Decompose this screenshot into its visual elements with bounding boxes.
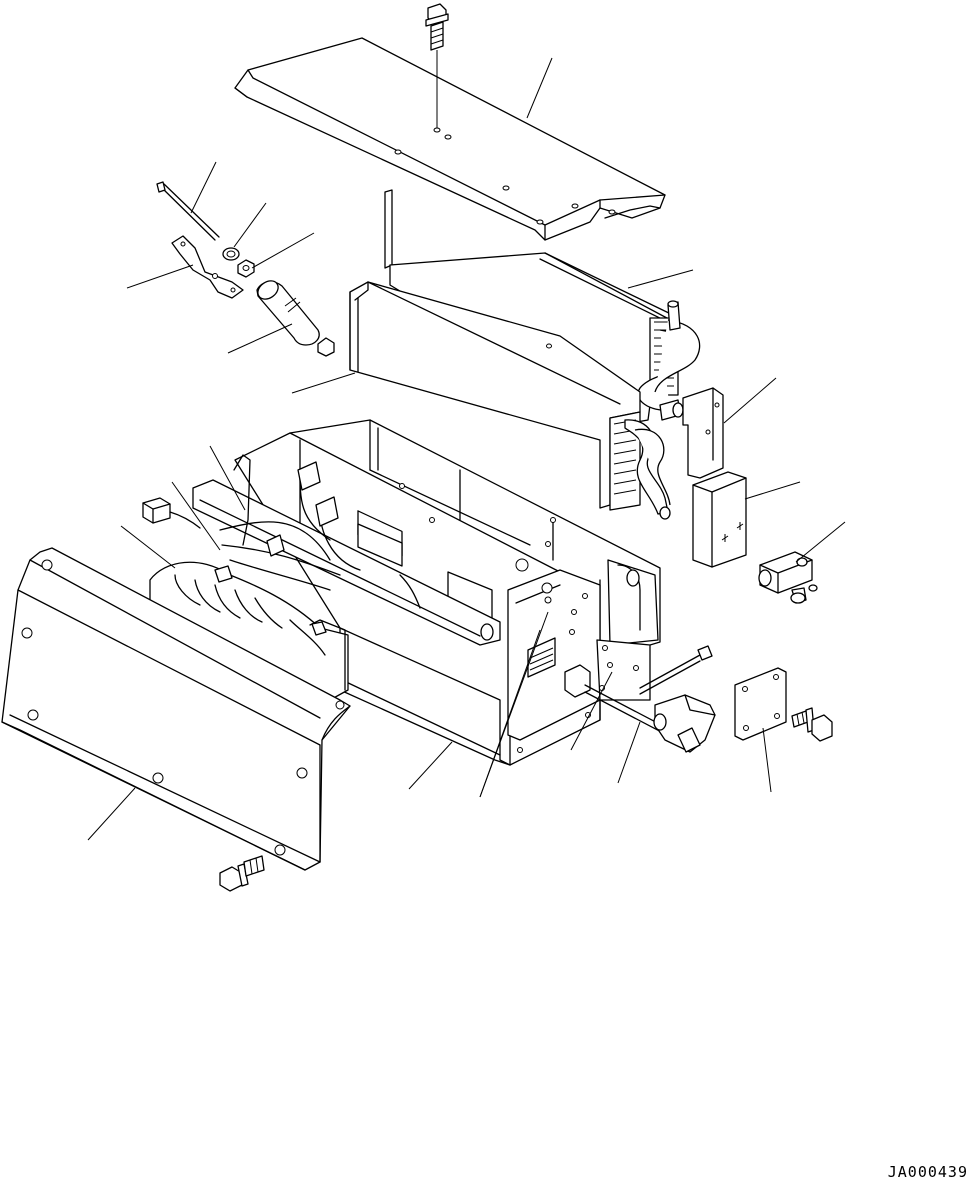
unit-case: [234, 419, 661, 766]
leader-damper: [570, 671, 613, 751]
top-cover: [234, 37, 666, 241]
insulator-block: [682, 387, 724, 479]
expansion-valve: [758, 551, 818, 604]
leader-unit-case: [408, 741, 453, 790]
leader-washer: [233, 202, 267, 248]
leader-top-cover: [526, 57, 553, 119]
servo-motor: [653, 694, 716, 753]
leader-blower: [120, 525, 176, 569]
leader-expansion-valve: [795, 521, 846, 563]
leader-harness: [209, 445, 246, 511]
side-plate-bolt: [791, 707, 833, 742]
side-plate: [734, 667, 787, 741]
leader-harness-2: [171, 481, 221, 551]
leader-side-plate: [762, 727, 772, 793]
leader-insulator-pad: [744, 481, 801, 500]
leader-nut: [251, 232, 315, 269]
drawing-id-code: JA000439: [887, 1163, 968, 1181]
wiring-harness: [192, 454, 501, 646]
front-cover: [1, 547, 351, 871]
insulator-pad: [692, 471, 747, 568]
leader-front-cover: [87, 787, 136, 841]
connector: [142, 497, 201, 529]
leader-bracket: [126, 264, 194, 289]
nut: [237, 259, 255, 278]
leader-insulator-block: [723, 377, 777, 424]
washer: [222, 247, 240, 261]
leader-servo: [617, 721, 641, 784]
leader-evaporator: [627, 269, 694, 289]
leader-case-side: [479, 629, 541, 798]
mounting-bracket: [171, 235, 244, 299]
cover-bolt: [425, 3, 449, 128]
cable-tie: [156, 181, 220, 241]
heater-core: [349, 281, 671, 520]
blower-housing: [149, 561, 349, 701]
leader-receiver: [227, 323, 293, 354]
receiver-drier: [256, 280, 335, 357]
leader-cable-tie: [190, 161, 217, 214]
front-cover-bolt: [219, 855, 265, 892]
leader-heater: [291, 372, 356, 394]
